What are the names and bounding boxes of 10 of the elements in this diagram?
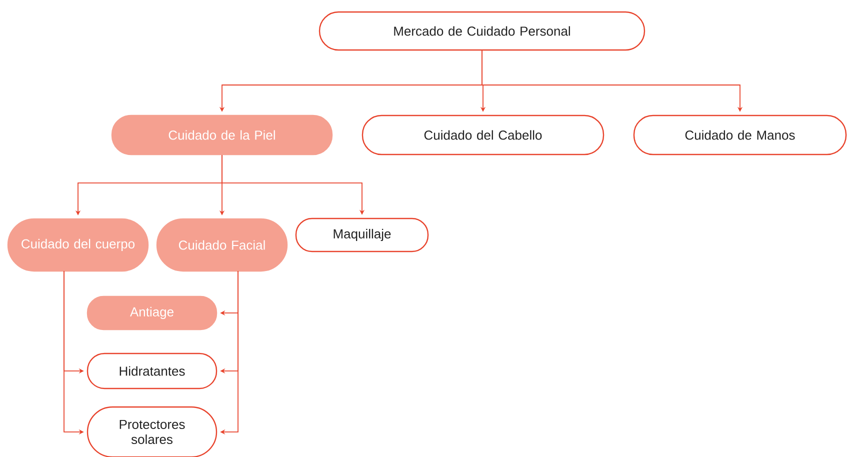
filled-pill-box: Cuidado Facial <box>156 218 288 272</box>
pill-box: Hidratantes <box>86 352 218 390</box>
filled-pill-box: Antiage <box>86 296 218 330</box>
pill-box: Mercado de Cuidado Personal <box>318 11 646 51</box>
filled-pill-box: Cuidado del cuerpo <box>7 218 149 272</box>
pill-box: Maquillaje <box>295 218 429 252</box>
filled-pill-box: Cuidado de la Piel <box>111 114 333 156</box>
pill-box: Protectores solares <box>86 406 218 457</box>
pill-box: Cuidado de Manos <box>633 114 847 156</box>
pill-box: Cuidado del Cabello <box>362 114 604 156</box>
